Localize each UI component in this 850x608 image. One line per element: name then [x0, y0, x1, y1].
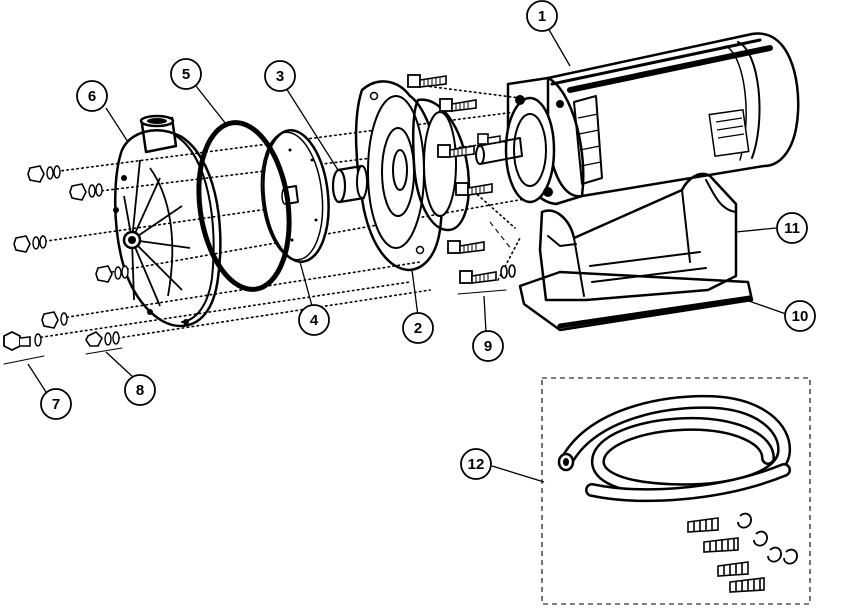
bracket-bolts [407, 74, 501, 196]
callout-8-label: 8 [136, 382, 144, 399]
callout-7-label: 7 [52, 396, 60, 413]
o-ring [196, 120, 292, 292]
callout-9: 9 [472, 330, 504, 362]
callout-1-label: 1 [538, 8, 546, 25]
callout-11-label: 11 [784, 220, 800, 237]
callout-6-label: 6 [88, 88, 96, 105]
callout-1: 1 [526, 0, 558, 32]
part-7-drain-plug [3, 330, 45, 365]
hose-kit [541, 377, 811, 605]
part-9-hardware [447, 221, 516, 295]
callout-4: 4 [298, 304, 330, 336]
callout-2-label: 2 [414, 320, 422, 337]
callout-3-label: 3 [276, 68, 284, 85]
callout-5: 5 [170, 58, 202, 90]
callout-7: 7 [40, 388, 72, 420]
callout-6: 6 [76, 80, 108, 112]
callout-3: 3 [264, 60, 296, 92]
callout-10: 10 [784, 300, 816, 332]
callout-9-label: 9 [484, 338, 492, 355]
seal-plate [354, 80, 471, 272]
callout-8: 8 [124, 374, 156, 406]
impeller-hub [331, 164, 368, 204]
callout-5-label: 5 [182, 66, 190, 83]
part-8-hardware [85, 331, 123, 355]
callout-12-label: 12 [468, 456, 485, 473]
motor [475, 32, 800, 206]
callout-4-label: 4 [310, 312, 319, 329]
callout-2: 2 [402, 312, 434, 344]
callout-11: 11 [776, 212, 808, 244]
housing-nuts [13, 165, 129, 329]
pump-housing [113, 114, 222, 328]
leader-lines [27, 27, 787, 483]
callout-12: 12 [460, 448, 492, 480]
motor-base [518, 172, 754, 332]
callouts: 1 2 3 4 5 6 7 8 [40, 0, 816, 480]
callout-10-label: 10 [792, 308, 809, 325]
